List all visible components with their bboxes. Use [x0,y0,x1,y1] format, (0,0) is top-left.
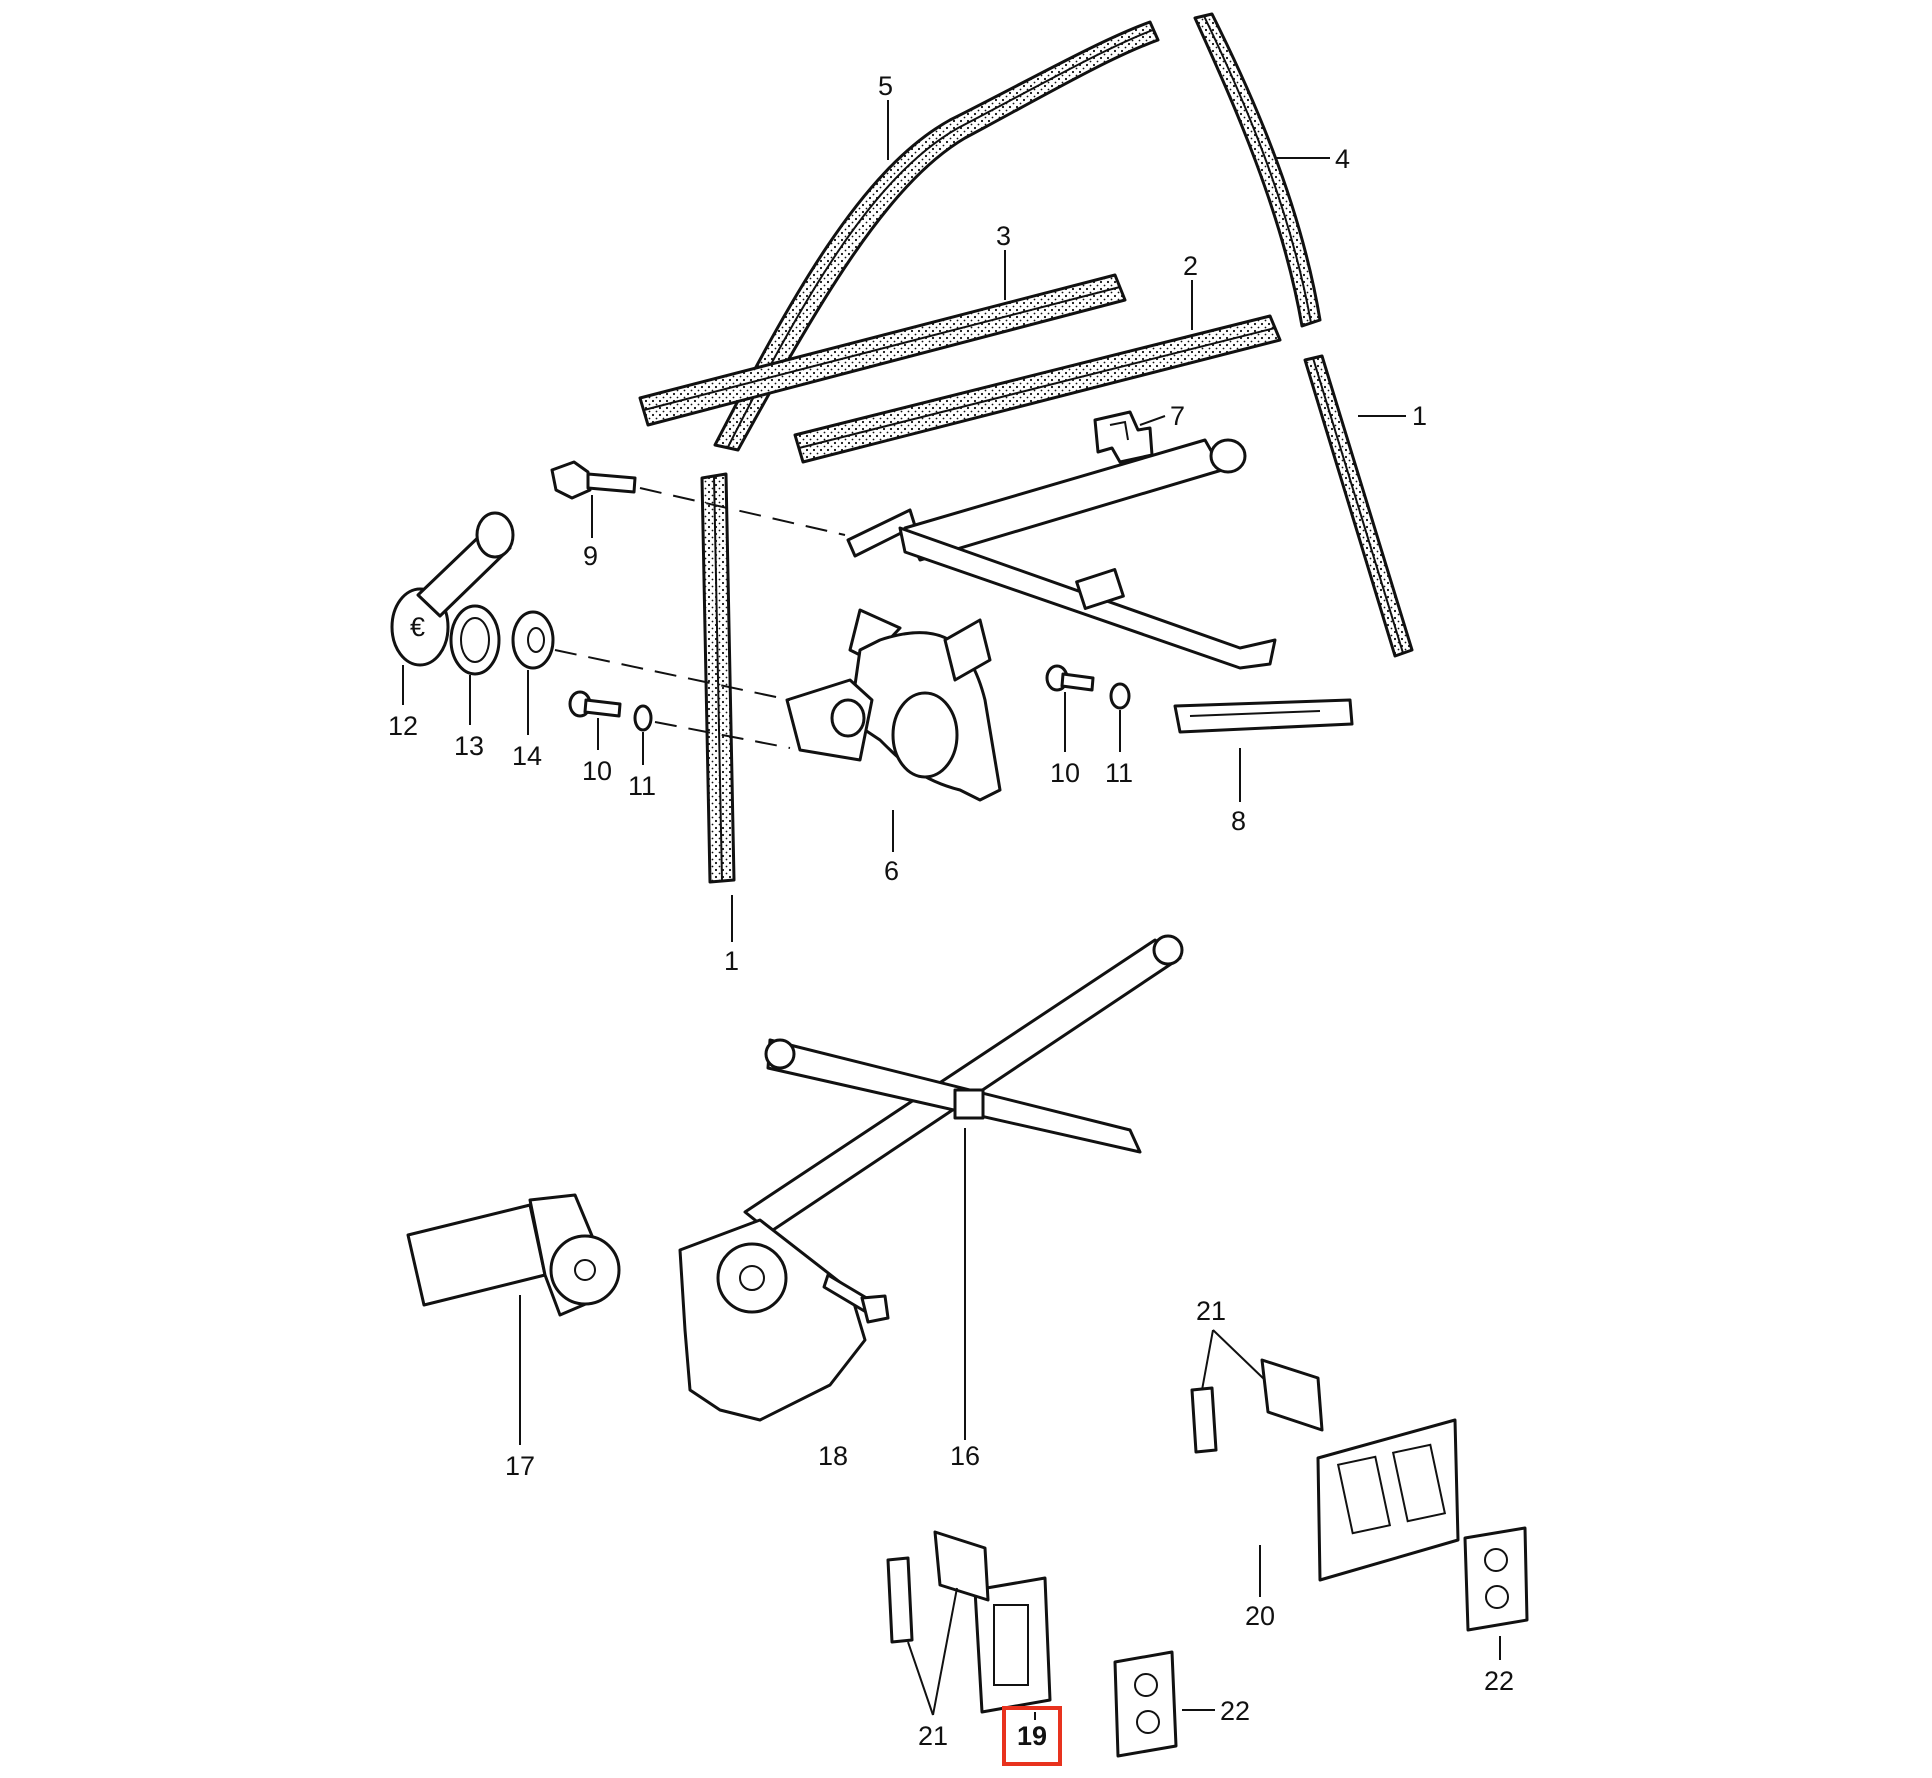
callout-9: 9 [583,541,598,571]
washer-11-left [633,704,653,732]
callout-4: 4 [1335,144,1350,174]
svg-text:€: € [410,612,425,642]
bolt-18 [822,1273,890,1324]
clip-7 [1093,410,1154,464]
callout-7: 7 [1170,401,1185,431]
callout-10-left: 10 [582,756,612,786]
washer-14 [511,610,555,670]
callout-labels: 5 4 3 2 7 1 9 12 13 14 10 11 10 11 8 6 1… [388,71,1514,1751]
switch-frame-20 [1316,1418,1460,1582]
callout-22-right: 22 [1484,1666,1514,1696]
callout-8: 8 [1231,806,1246,836]
callout-1-lower: 1 [724,946,739,976]
callout-16: 16 [950,1441,980,1471]
guide-rail-8 [1173,698,1354,734]
switch-frame-19 [973,1576,1052,1714]
seal-4-rear-channel-seal [1193,12,1322,328]
callout-18: 18 [818,1441,848,1471]
switch-cap-22-right [1463,1526,1529,1632]
callout-19-highlighted: 19 [1017,1721,1047,1751]
contact-clip-21-lower-a [886,1556,914,1644]
manual-window-regulator-6 [785,438,1277,802]
callout-10-right: 10 [1050,758,1080,788]
bezel-13 [449,604,501,676]
callout-2: 2 [1183,251,1198,281]
assembly-line-washer-11 [654,721,791,749]
contact-clip-21-upper-b [1260,1358,1324,1432]
assembly-line-bolt-9 [639,487,846,536]
window-motor-17 [406,1193,621,1317]
callout-21-upper: 21 [1196,1296,1226,1326]
callout-11-right: 11 [1105,758,1133,788]
screw-10-right [1045,664,1095,692]
contact-clip-21-lower-b [933,1530,990,1602]
callout-6: 6 [884,856,899,886]
callout-3: 3 [996,221,1011,251]
switch-cap-22-bottom [1113,1650,1178,1758]
callout-22-bottom: 22 [1220,1696,1250,1726]
seal-5-upper-frame-seal [713,20,1160,452]
washer-11-right [1109,682,1131,710]
seal-3-inner-belt-seal [638,273,1127,427]
screw-10-left [568,690,622,718]
seal-1-rear-guide-channel [1303,354,1414,658]
callout-20: 20 [1245,1601,1275,1631]
assembly-line-washer-14 [554,649,791,701]
seal-2-outer-belt-seal [793,314,1282,464]
callout-11-left: 11 [628,771,656,801]
contact-clip-21-upper-a [1190,1386,1218,1454]
window-crank-handle-12: € [390,511,515,667]
leader-lines [402,100,1501,1720]
callout-1-upper: 1 [1412,401,1427,431]
bolt-9 [550,460,637,500]
callout-5: 5 [878,71,893,101]
callout-13: 13 [454,731,484,761]
highlight-box-19 [1002,1706,1062,1766]
power-window-regulator-16 [678,934,1184,1422]
callout-12: 12 [388,711,418,741]
seal-1-front-guide-channel [700,472,736,884]
callout-17: 17 [505,1451,535,1481]
callout-14: 14 [512,741,542,771]
callout-21-lower: 21 [918,1721,948,1751]
